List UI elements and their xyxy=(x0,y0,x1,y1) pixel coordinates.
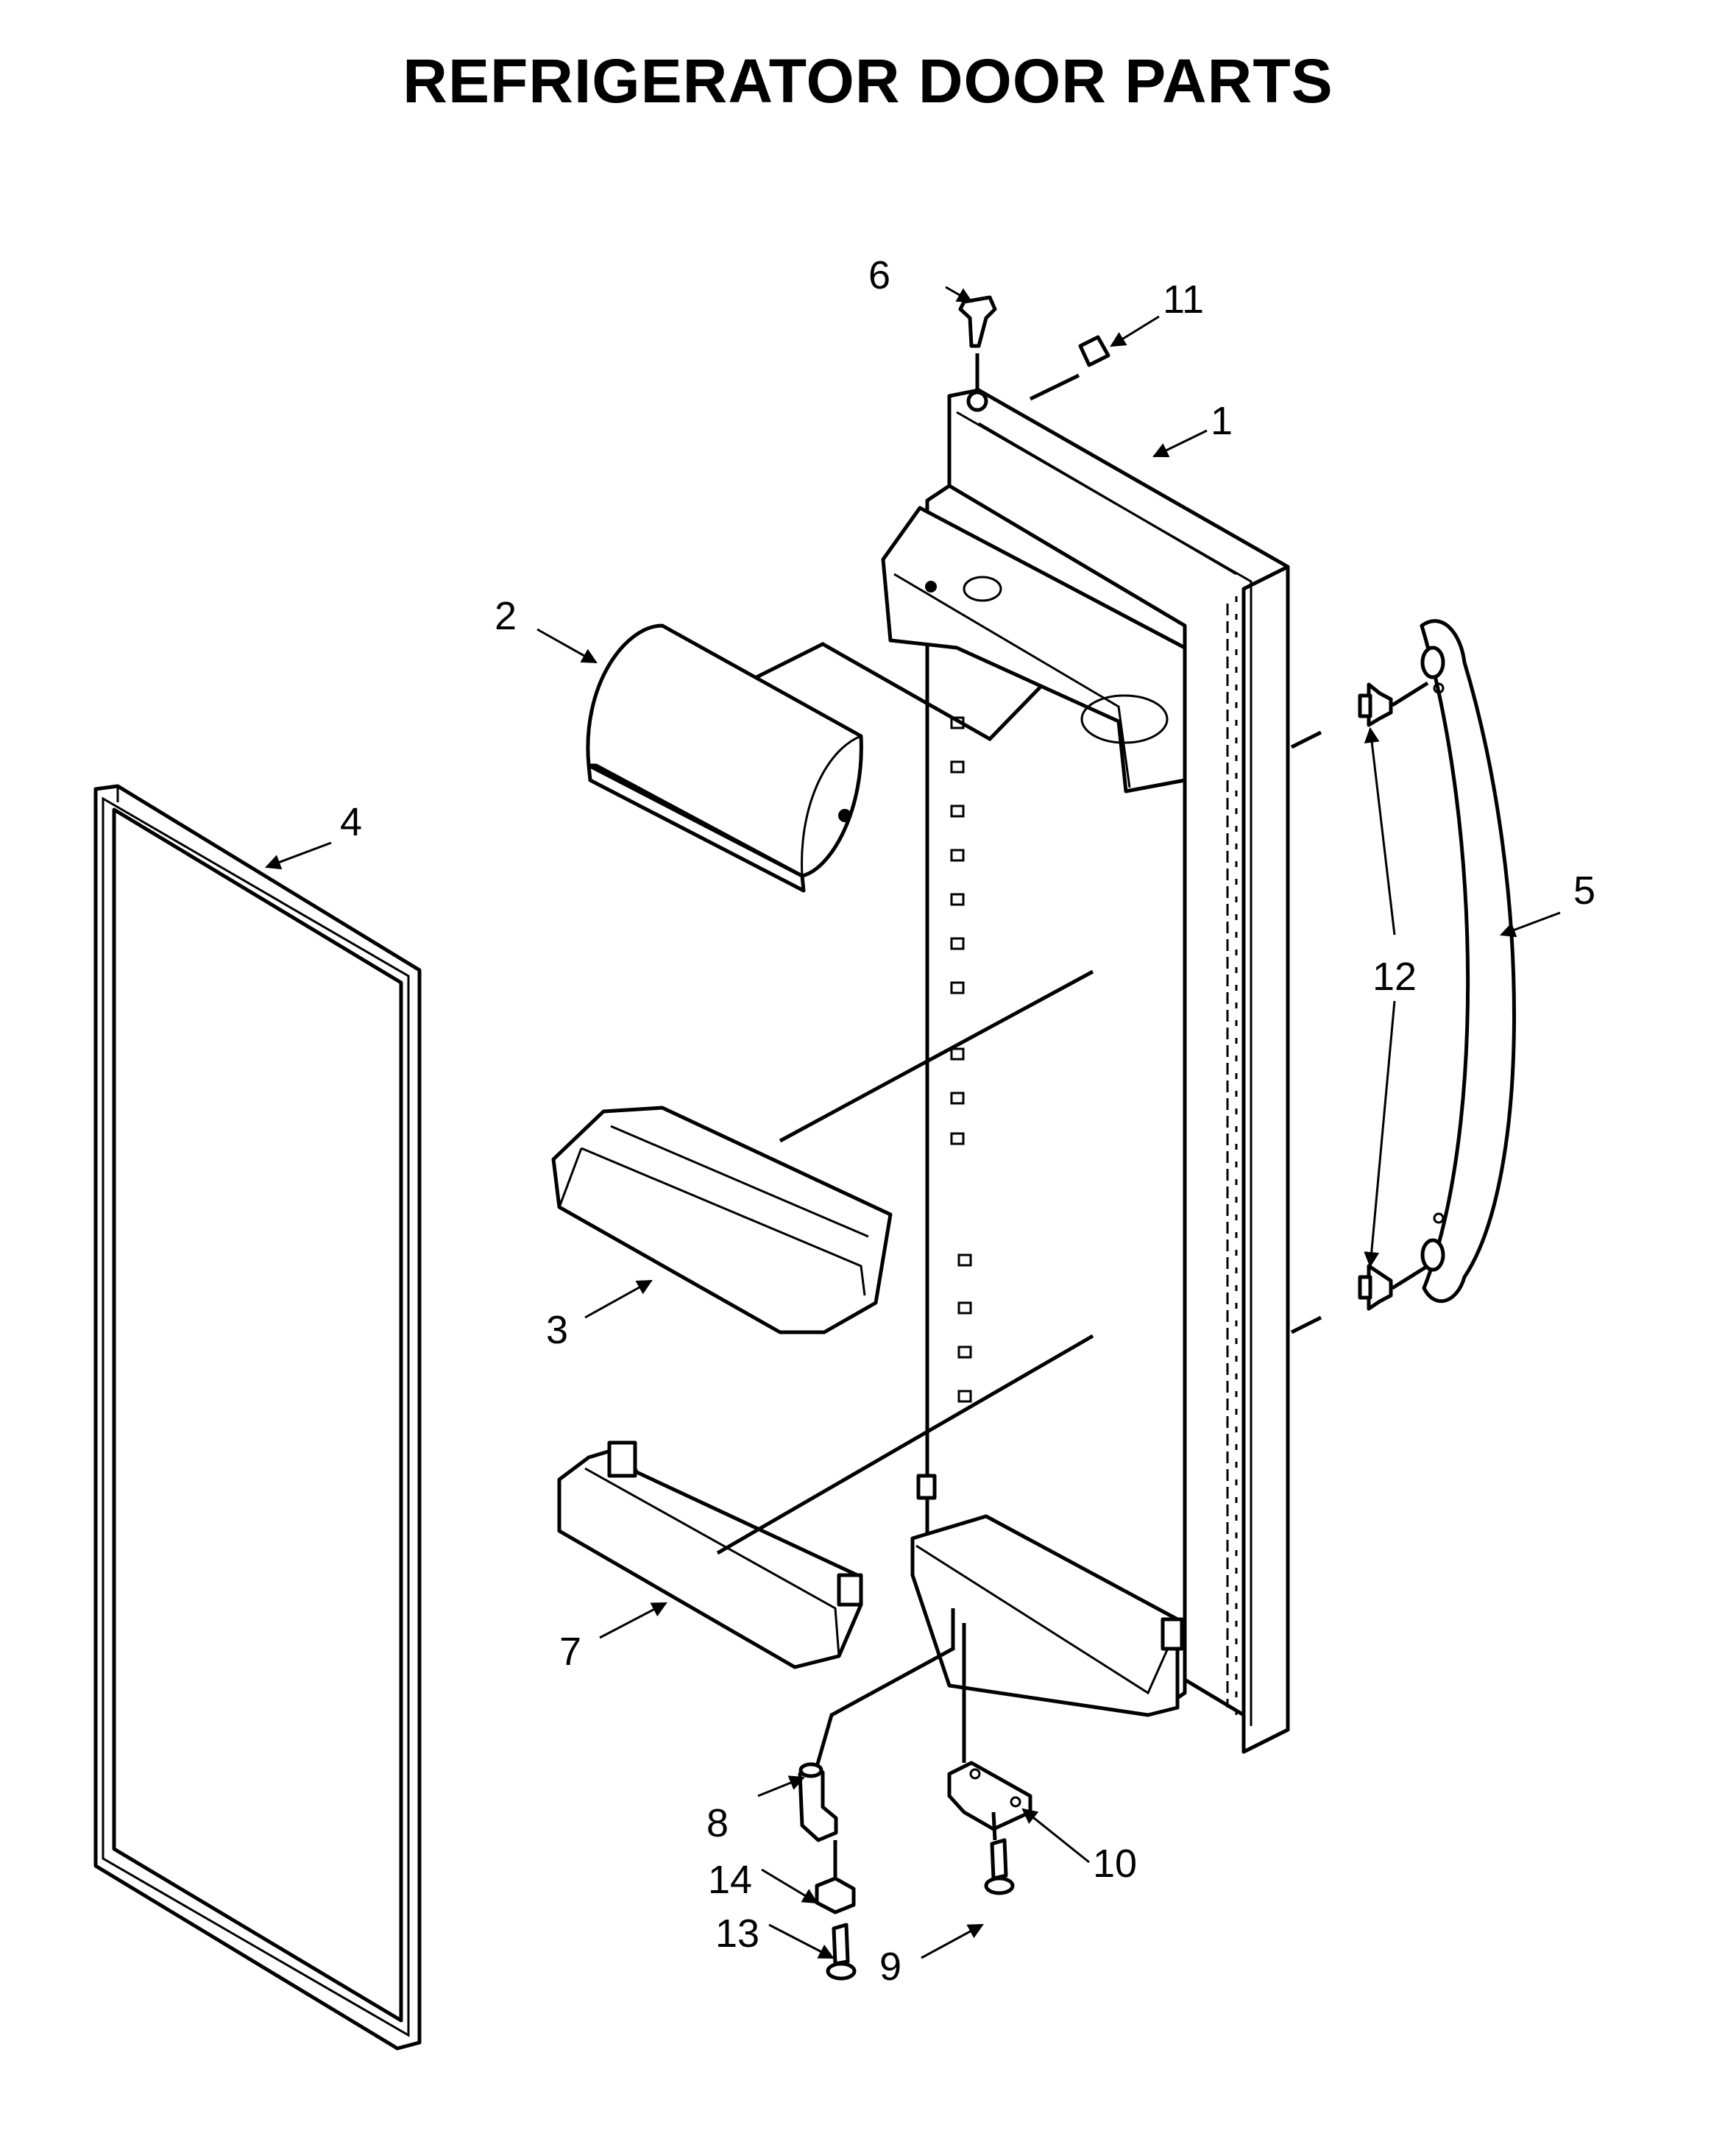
callout-7: 7 xyxy=(559,1630,581,1674)
callout-3: 3 xyxy=(546,1308,568,1352)
callout-13: 13 xyxy=(715,1912,759,1956)
assembly-lines xyxy=(716,353,1429,1877)
dairy-cover xyxy=(586,623,863,893)
callout-12: 12 xyxy=(1372,955,1417,999)
callout-5: 5 xyxy=(1573,869,1595,913)
lower-hinge xyxy=(798,1762,838,1842)
callout-8: 8 xyxy=(706,1801,729,1845)
callout-1: 1 xyxy=(1211,399,1233,443)
page-title: REFRIGERATOR DOOR PARTS xyxy=(403,46,1333,116)
callout-leaders xyxy=(265,286,1561,1959)
door-gasket xyxy=(93,784,422,2051)
callout-6: 6 xyxy=(868,253,890,297)
callout-2: 2 xyxy=(495,594,517,638)
top-plug xyxy=(958,295,997,412)
screw-9 xyxy=(984,1838,1015,1895)
callout-4: 4 xyxy=(340,800,362,844)
hinge-shim xyxy=(815,1876,856,1914)
callout-11: 11 xyxy=(1163,277,1204,322)
lower-door-bin xyxy=(557,1440,863,1669)
screw-13 xyxy=(826,1923,857,1981)
callout-labels: 6 11 1 2 4 5 12 3 7 8 14 13 10 9 xyxy=(340,253,1595,1989)
door-liner xyxy=(881,388,1290,1754)
bottom-bracket xyxy=(947,1761,1032,1831)
callout-10: 10 xyxy=(1093,1842,1137,1886)
callout-9: 9 xyxy=(879,1945,901,1989)
handle-studs xyxy=(1358,682,1393,1311)
shelf-ribs xyxy=(950,716,972,1403)
callout-14: 14 xyxy=(708,1858,752,1902)
top-label xyxy=(1078,335,1110,367)
door-handle xyxy=(1420,619,1516,1304)
door-bin xyxy=(551,1106,893,1334)
